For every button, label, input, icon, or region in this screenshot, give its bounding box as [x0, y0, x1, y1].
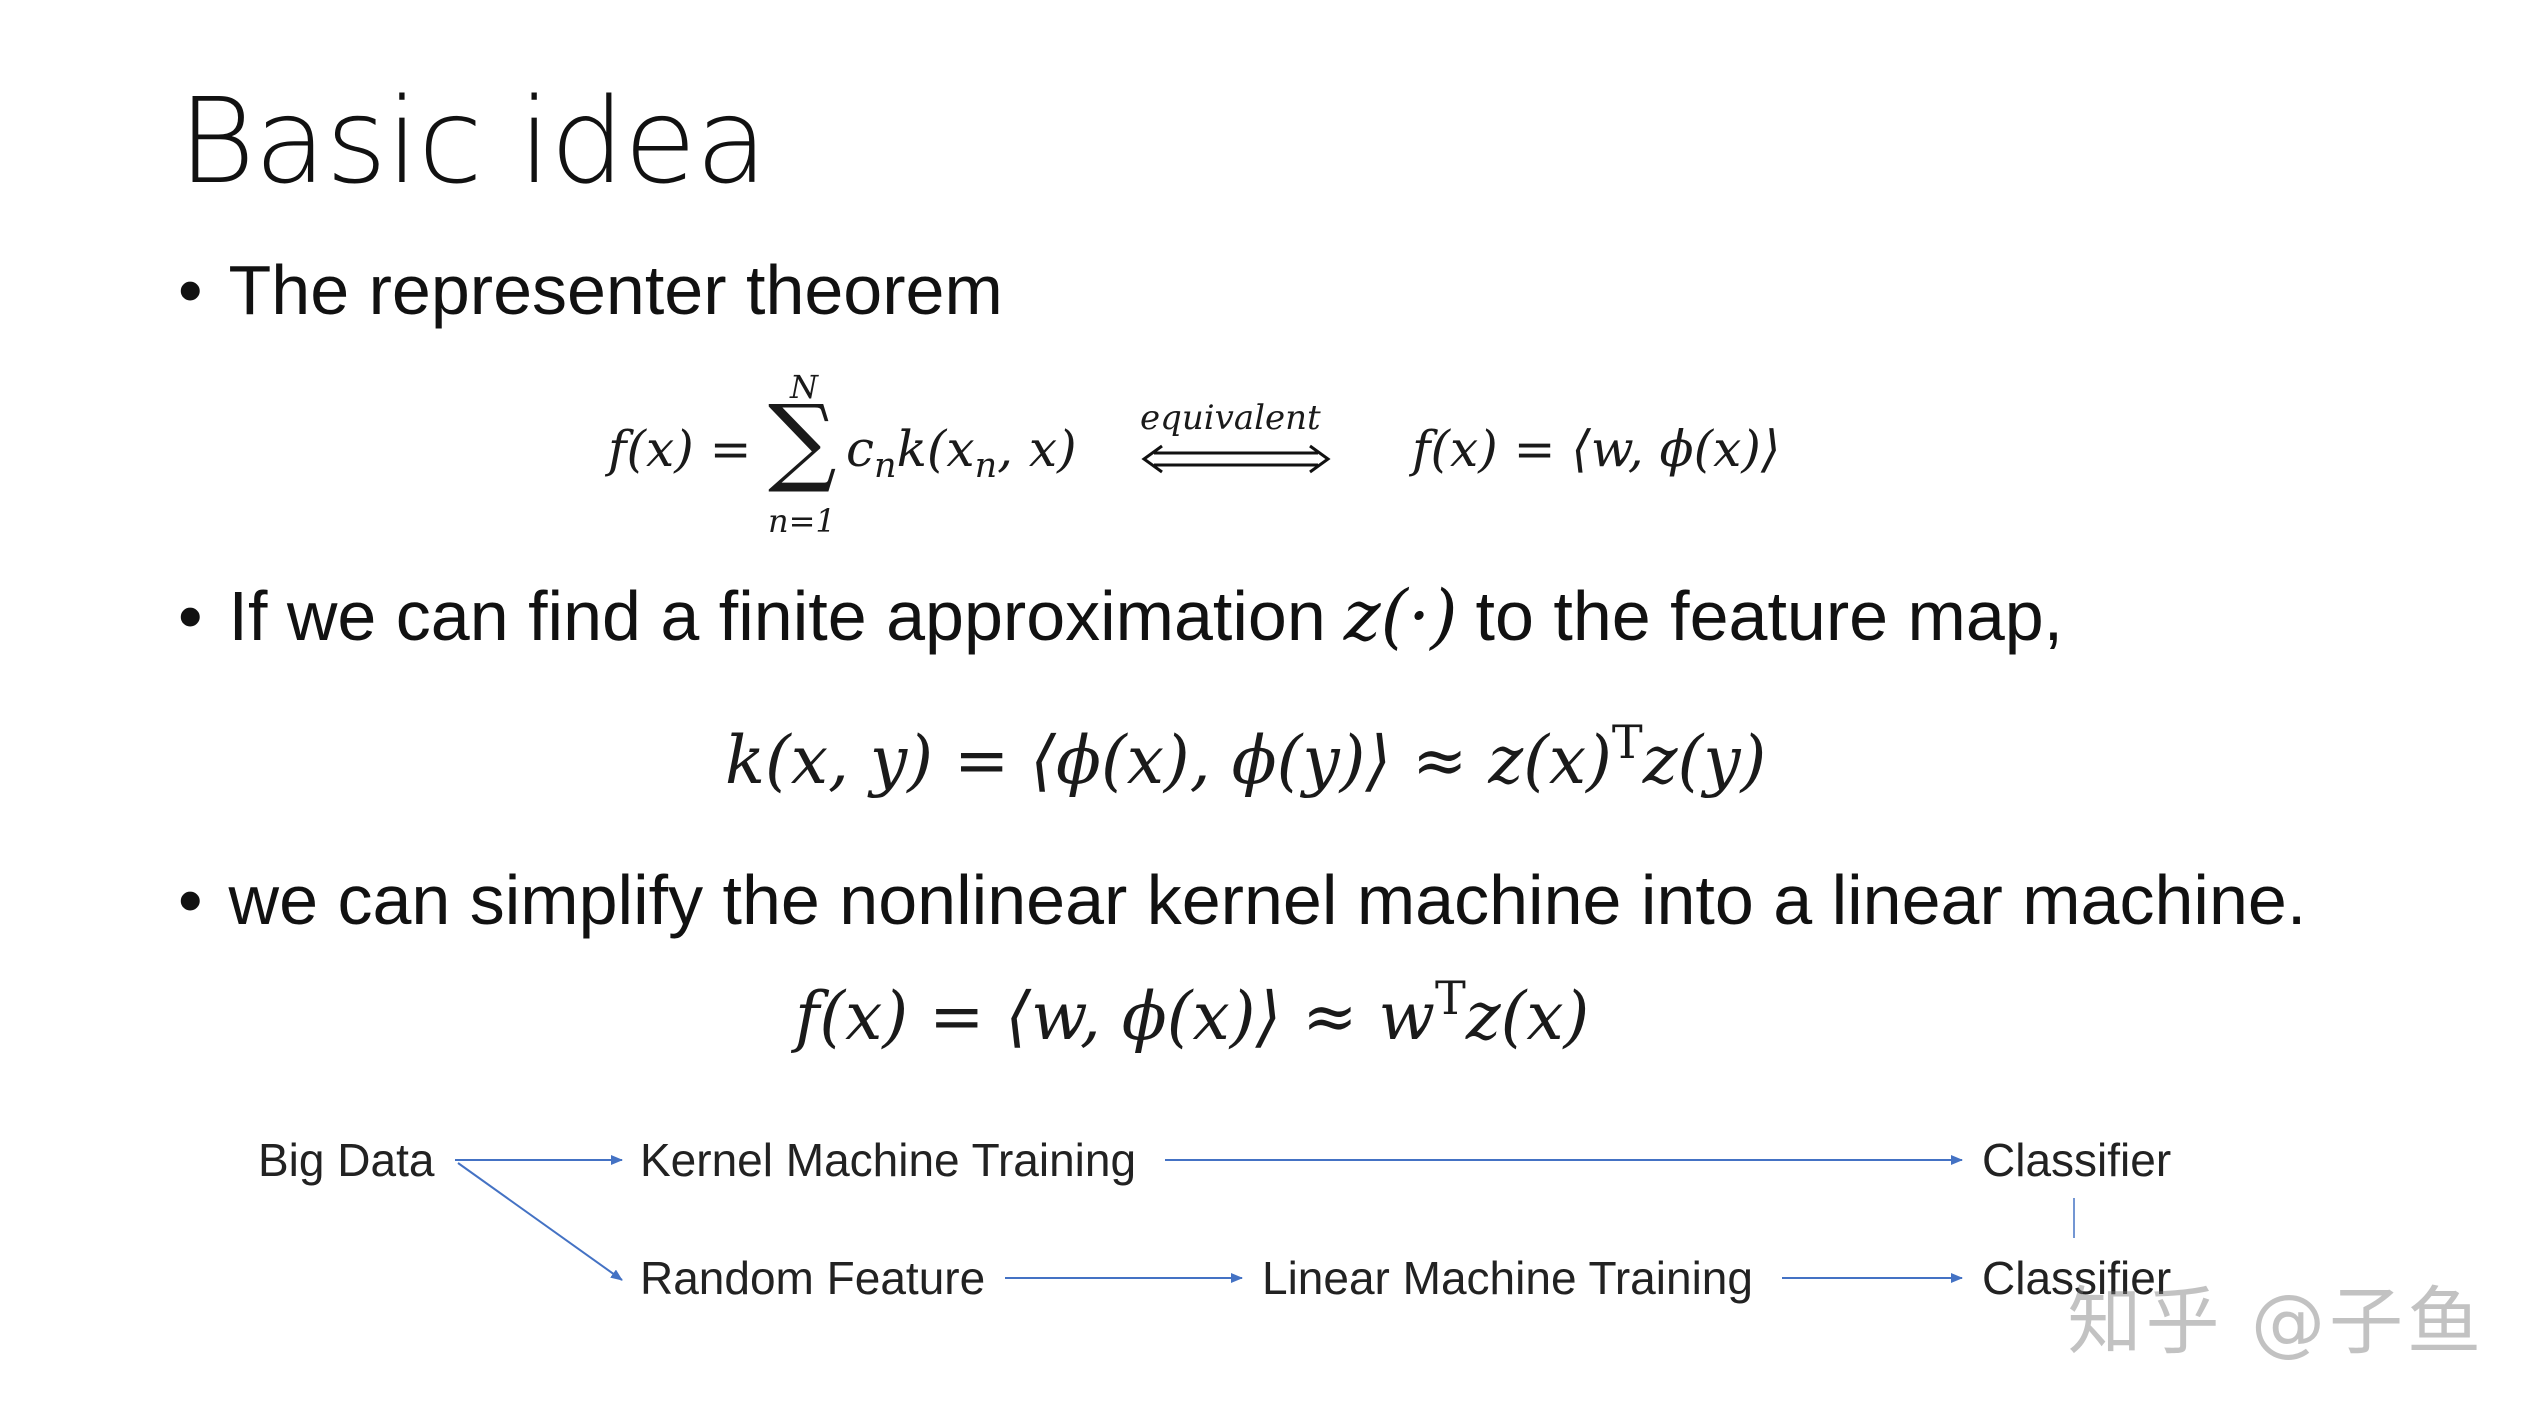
sum-lower-limit: n=1: [768, 502, 836, 540]
label-random-feature: Random Feature: [640, 1252, 986, 1304]
bullet-text-continued: to the feature map,: [1475, 577, 2064, 655]
arrow-bigdata-to-random: [457, 1162, 623, 1281]
linear-left: f(x) = ⟨w, ϕ(x)⟩ ≈ w: [795, 978, 1435, 1055]
representer-body: cnk(xn, x): [846, 420, 1077, 486]
representer-rhs: f(x) = ⟨w, ϕ(x)⟩: [1412, 420, 1781, 478]
coef-sub: n: [874, 445, 897, 486]
label-kernel-training: Kernel Machine Training: [640, 1134, 1137, 1186]
transpose-symbol: T: [1611, 714, 1643, 769]
bullet-simplify: • we can simplify the nonlinear kernel m…: [178, 860, 2306, 940]
watermark: 知乎 @子鱼: [2067, 1279, 2485, 1365]
slide-title: Basic idea: [178, 72, 768, 210]
bullet-representer: • The representer theorem: [178, 250, 1003, 330]
equivalent-label: equivalent: [1140, 398, 1321, 438]
bullet-dot: •: [178, 861, 203, 939]
bullet-dot: •: [178, 577, 203, 655]
coef-c: c: [846, 420, 875, 478]
kernel-approx-equation: k(x, y) = ⟨ϕ(x), ϕ(y)⟩ ≈ z(x)Tz(y): [725, 715, 1767, 799]
kernel-end: , x): [997, 420, 1077, 478]
linear-right: z(x): [1465, 978, 1590, 1055]
label-classifier-bottom: Classifier: [1982, 1252, 2172, 1304]
linear-machine-equation: f(x) = ⟨w, ϕ(x)⟩ ≈ wTz(x): [795, 971, 1590, 1055]
label-linear-training: Linear Machine Training: [1262, 1252, 1753, 1304]
bullet-text: The representer theorem: [228, 251, 1003, 329]
bullet-text: If we can find a finite approximation: [228, 577, 1326, 655]
bullet-finite-approx: • If we can find a finite approximation …: [178, 575, 2063, 657]
label-big-data: Big Data: [258, 1134, 435, 1186]
feature-map-symbol: z(·): [1343, 575, 1458, 657]
bullet-dot: •: [178, 251, 203, 329]
double-arrow-icon: [1141, 444, 1331, 474]
sum-upper-limit: N: [790, 368, 818, 406]
kernel-sub: n: [974, 445, 998, 486]
kernel-approx-right: z(y): [1642, 722, 1767, 799]
bullet-text: we can simplify the nonlinear kernel mac…: [228, 861, 2307, 939]
kernel-approx-left: k(x, y) = ⟨ϕ(x), ϕ(y)⟩ ≈ z(x): [725, 722, 1612, 799]
kernel-k: k(x: [896, 420, 975, 478]
sum-symbol: ∑: [768, 384, 837, 496]
representer-lhs: f(x) =: [608, 420, 752, 478]
transpose-symbol: T: [1435, 970, 1466, 1025]
label-classifier-top: Classifier: [1982, 1134, 2172, 1186]
